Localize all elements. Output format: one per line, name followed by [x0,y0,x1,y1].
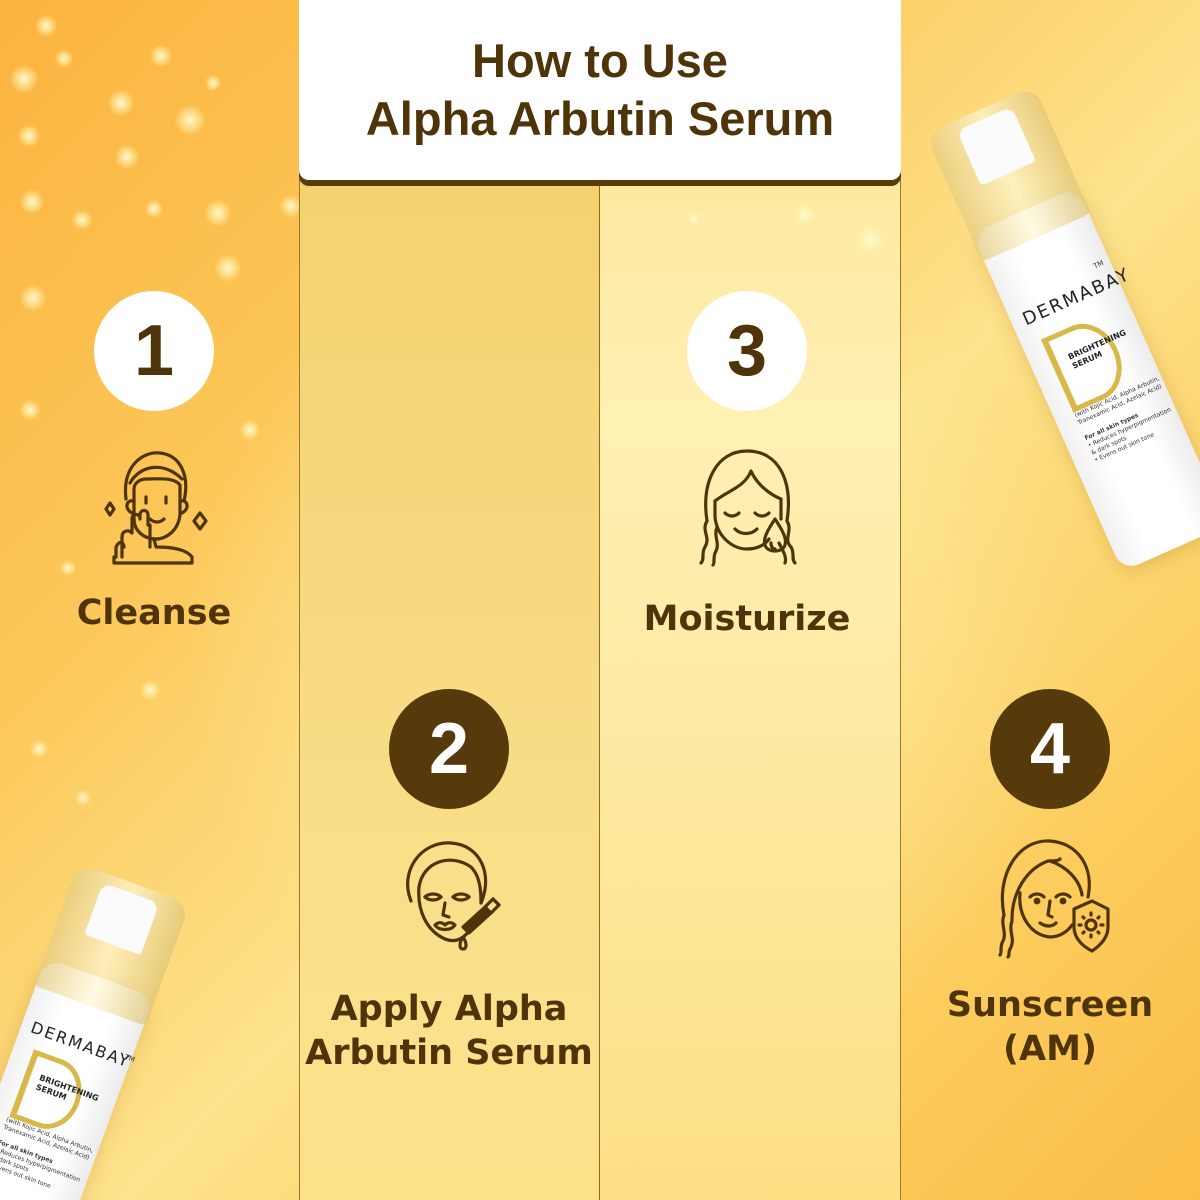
step-4-sunscreen: 4 [940,689,1160,1071]
sparkle [280,195,302,217]
sparkle [850,220,890,260]
page-title-line-2: Alpha Arbutin Serum [365,92,835,145]
step-label: Apply Alpha Arbutin Serum [305,987,593,1075]
step-number-badge: 2 [389,689,509,809]
serum-dropper-face-icon [389,831,509,961]
step-label-line-1: Sunscreen [946,985,1154,1025]
sparkle [55,50,73,68]
sparkle [205,75,221,91]
column-1 [0,0,302,1200]
sparkle [18,125,40,147]
column-3 [599,0,901,1200]
moisturize-face-drop-icon [687,441,807,571]
step-label-line-1: Apply Alpha [330,989,568,1029]
sparkle [240,420,260,440]
title-card: How to Use Alpha Arbutin Serum [299,0,901,180]
sparkle [75,790,91,806]
sparkle [108,90,134,116]
sparkle [140,680,160,700]
page-title-line-1: How to Use [472,34,728,87]
step-label: Cleanse [76,593,232,633]
sparkle [60,560,76,576]
sparkle [20,190,44,214]
sunscreen-shield-face-icon [990,831,1110,961]
sparkle [20,400,40,420]
step-number-badge: 1 [94,291,214,411]
sparkle [115,145,139,169]
step-2-apply-serum: 2 Apply Alpha Arbutin Serum [305,689,593,1075]
sparkle [35,15,57,37]
sparkle [175,105,205,135]
sparkle [72,210,92,230]
sparkle [145,200,163,218]
sparkle [10,65,38,93]
sparkle [30,740,48,758]
step-1-cleanse: 1 Cleanse [59,291,249,635]
sparkle [150,45,172,67]
step-label: Moisturize [643,599,851,639]
step-3-moisturize: 3 Moisturize [644,291,850,641]
sparkle [790,200,820,230]
face-wash-icon [94,439,214,569]
sparkle [205,200,231,226]
step-label: Sunscreen (AM) [947,983,1153,1071]
sparkle [20,285,46,311]
step-number-badge: 3 [687,291,807,411]
column-2 [299,0,600,1200]
step-number-badge: 4 [990,689,1110,809]
step-label-line-2: (AM) [1003,1029,1097,1069]
sparkle [685,210,703,228]
step-label-line-2: Arbutin Serum [305,1033,593,1073]
sparkle [215,255,241,281]
